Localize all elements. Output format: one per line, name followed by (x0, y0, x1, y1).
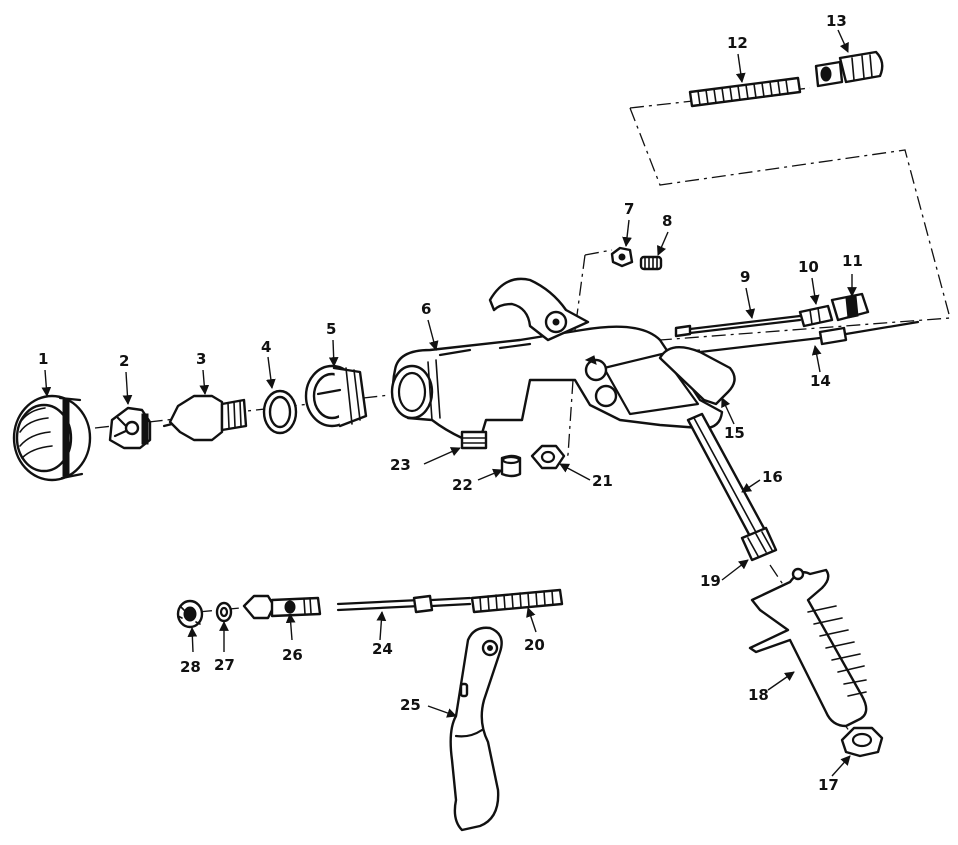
label-part-23: 23 (390, 456, 411, 474)
part-24-rod (336, 594, 472, 614)
part-22-bushing (500, 454, 522, 478)
part-14-fluid-needle (698, 320, 920, 354)
label-part-8: 8 (662, 212, 672, 230)
part-21-fitting (530, 444, 566, 470)
part-17-knurled-nut (840, 726, 884, 758)
label-part-17: 17 (818, 776, 839, 794)
part-15-handle (658, 346, 736, 406)
label-part-21: 21 (592, 472, 613, 490)
label-part-20: 20 (524, 636, 545, 654)
label-part-4: 4 (261, 338, 271, 356)
part-25-trigger (449, 626, 503, 832)
label-part-16: 16 (762, 468, 783, 486)
part-6-gun-body (390, 277, 724, 450)
leader-lines (41, 29, 857, 777)
label-part-24: 24 (372, 640, 393, 658)
label-part-2: 2 (119, 352, 129, 370)
label-part-7: 7 (624, 200, 634, 218)
label-part-13: 13 (826, 12, 847, 30)
label-part-22: 22 (452, 476, 473, 494)
part-9-valve-stem (674, 314, 802, 338)
part-5-baffle (304, 364, 368, 428)
part-8-spring (639, 255, 663, 271)
part-28-nut (176, 599, 204, 629)
part-26-valve-body (242, 594, 322, 620)
label-part-10: 10 (798, 258, 819, 276)
label-part-18: 18 (748, 686, 769, 704)
label-part-26: 26 (282, 646, 303, 664)
label-part-12: 12 (727, 34, 748, 52)
label-part-9: 9 (740, 268, 750, 286)
label-part-5: 5 (326, 320, 336, 338)
part-2-air-cap (108, 406, 152, 450)
part-7-valve (610, 246, 634, 268)
part-11-valve-nut (830, 292, 870, 322)
part-3-fluid-nozzle (162, 394, 248, 442)
label-part-27: 27 (214, 656, 235, 674)
label-part-28: 28 (180, 658, 201, 676)
part-18-handle-body (748, 567, 868, 728)
label-part-19: 19 (700, 572, 721, 590)
part-1-retaining-ring (12, 394, 92, 482)
part-12-spring (688, 76, 802, 108)
part-20-spring (470, 588, 564, 614)
label-part-3: 3 (196, 350, 206, 368)
label-part-11: 11 (842, 252, 863, 270)
label-part-1: 1 (38, 350, 48, 368)
part-10-valve-fitting (798, 304, 834, 328)
label-part-14: 14 (810, 372, 831, 390)
part-13-adjust-knob (814, 50, 884, 88)
part-19-fitting (740, 526, 778, 562)
part-number-labels: 1 2 3 4 5 6 7 8 9 10 11 12 13 14 15 16 1… (38, 12, 863, 794)
part-4-gasket (262, 389, 298, 435)
label-part-15: 15 (724, 424, 745, 442)
part-27-washer (215, 601, 233, 623)
label-part-25: 25 (400, 696, 421, 714)
label-part-6: 6 (421, 300, 431, 318)
